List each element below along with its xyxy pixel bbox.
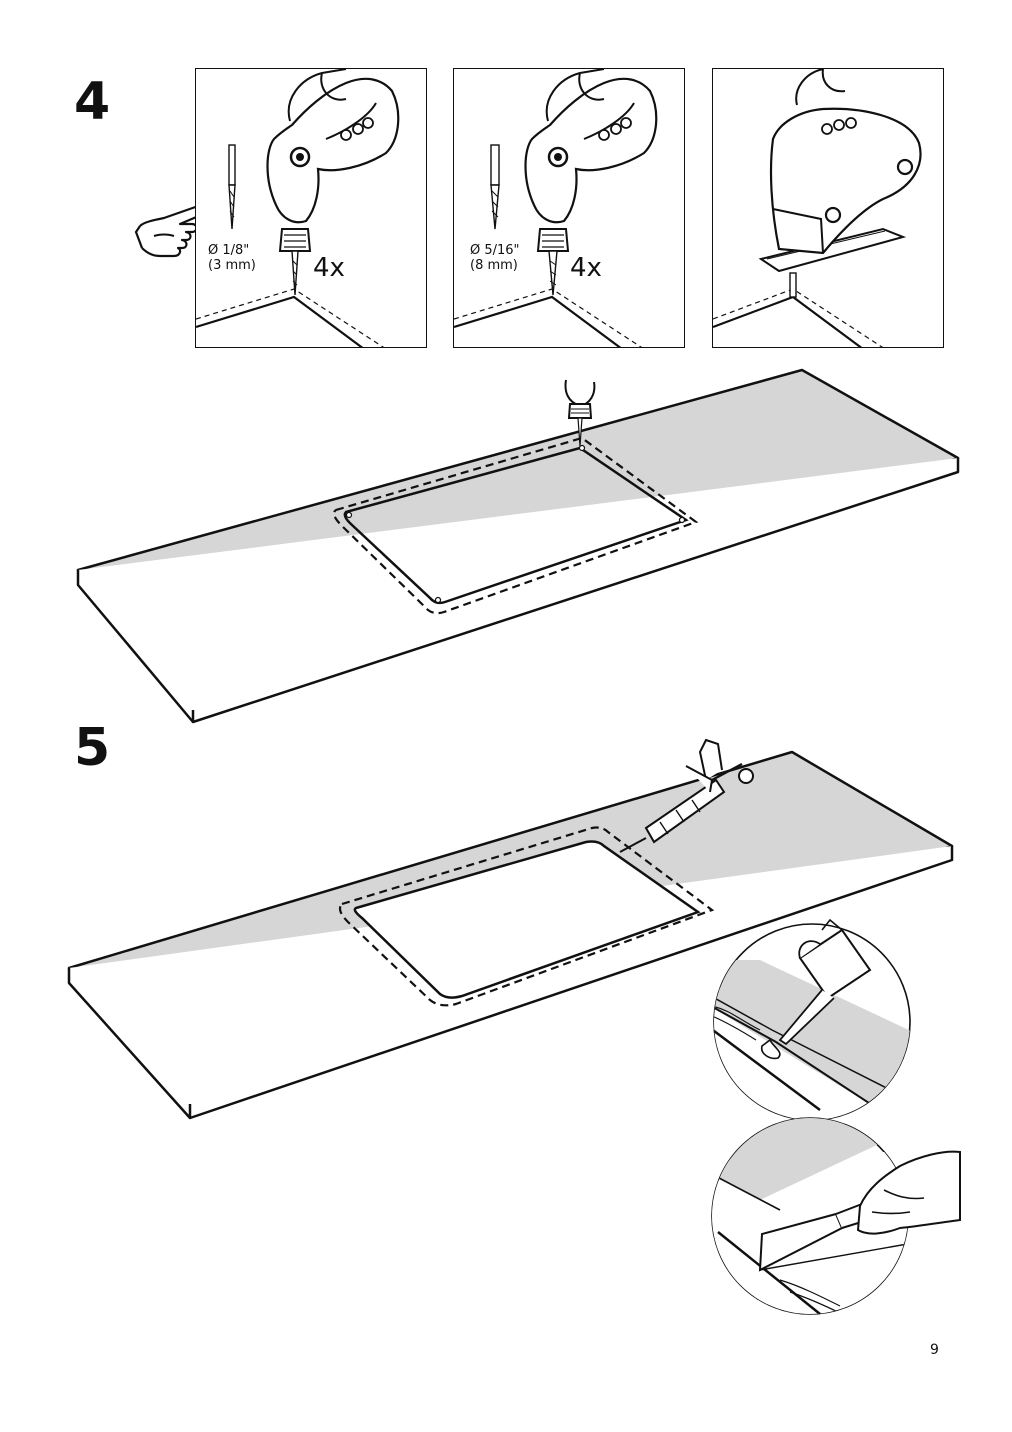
jigsaw-panel (712, 68, 944, 348)
hand-icon (856, 1150, 961, 1235)
bit-size-metric: (3 mm) (208, 258, 256, 273)
drill-icon (564, 379, 596, 447)
bit-size-imperial: Ø 1/8" (208, 243, 250, 258)
bit-size-label: Ø 5/16" (8 mm) (470, 243, 520, 273)
sealant-tube-icon (760, 918, 872, 1060)
drill-large-bit-panel: Ø 5/16" (8 mm) 4x (453, 68, 685, 348)
smoothing-detail-circle (711, 1117, 961, 1315)
caulk-gun-icon (619, 738, 754, 853)
quantity-label: 4x (313, 253, 345, 283)
quantity-label: 4x (570, 253, 602, 283)
step-number: 5 (74, 718, 111, 778)
drill-bit-icon (490, 144, 500, 230)
drill-small-bit-panel: Ø 1/8" (3 mm) 4x (195, 68, 427, 348)
bit-size-metric: (8 mm) (470, 258, 518, 273)
step-number: 4 (74, 72, 111, 132)
page-number: 9 (930, 1342, 939, 1358)
jigsaw-icon (758, 69, 922, 298)
putty-knife-icon (758, 1202, 870, 1272)
drill-icon (266, 69, 400, 296)
bit-size-imperial: Ø 5/16" (470, 243, 520, 258)
bit-size-label: Ø 1/8" (3 mm) (208, 243, 256, 273)
drill-icon (524, 69, 658, 296)
countertop-board-step5 (67, 750, 954, 1120)
drill-bit-icon (228, 144, 236, 230)
sealant-detail-circle (713, 918, 911, 1121)
countertop-board-step4 (76, 368, 960, 724)
